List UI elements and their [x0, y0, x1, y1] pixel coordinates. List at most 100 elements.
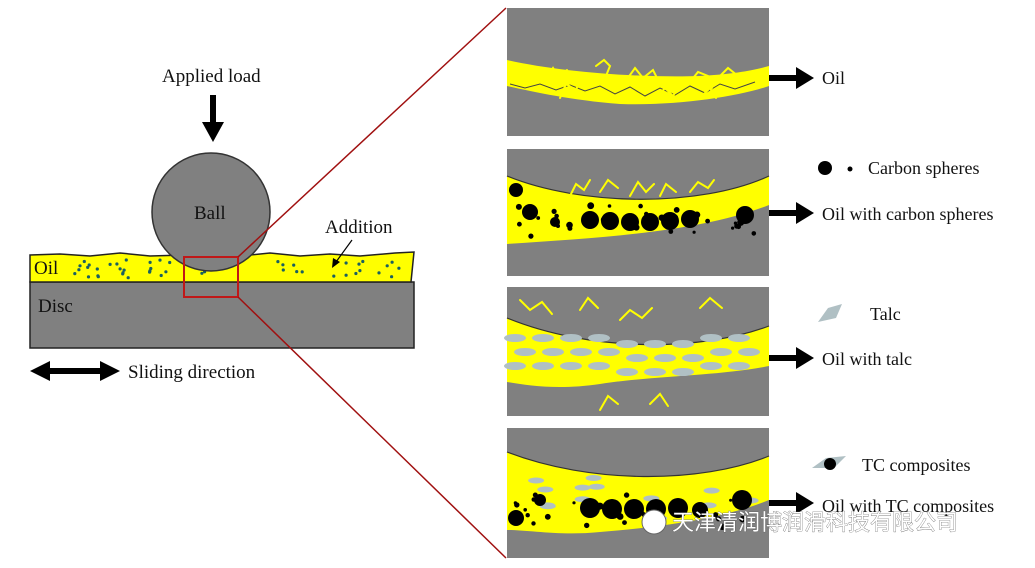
tc-sphere-small — [713, 512, 719, 518]
addition-label: Addition — [325, 217, 393, 238]
talc-flake — [588, 362, 610, 370]
watermark-text: 天津清润博润滑科技有限公司 — [672, 511, 958, 536]
talc-flake — [626, 354, 648, 362]
talc-flake — [654, 354, 676, 362]
particle-dot — [281, 268, 285, 272]
carbon-sphere-small — [517, 221, 522, 227]
talc-flake — [672, 368, 694, 376]
particle-dot — [168, 260, 172, 265]
tc-sphere-small — [531, 521, 536, 526]
carbon-sphere-small — [528, 233, 534, 239]
panel-carbon-chains — [569, 178, 715, 197]
tc-sphere — [624, 499, 644, 519]
talc-legend-label: Talc — [870, 304, 901, 324]
panel-carbon-spheres: Oil with carbon spheres Carbon spheres — [506, 149, 993, 276]
talc-flake — [570, 348, 592, 356]
carbon-sphere-small — [705, 218, 710, 224]
particle-dot — [200, 271, 204, 275]
particle-dot — [281, 263, 285, 267]
tc-sphere-small — [584, 522, 590, 529]
addition-particles — [73, 258, 401, 280]
particle-dot — [390, 260, 394, 264]
panel-talc-label: Oil with talc — [822, 349, 912, 369]
carbon-sphere-small — [638, 203, 643, 209]
talc-flake — [672, 340, 694, 348]
carbon-sphere-small — [550, 218, 555, 223]
particle-dot — [118, 267, 122, 271]
tc-sphere-small — [715, 516, 722, 522]
tc-flake — [537, 486, 554, 493]
tc-flake — [574, 484, 591, 491]
tc-sphere-small — [623, 492, 630, 498]
arrow-right-icon — [769, 492, 814, 514]
panel-carbon-film — [507, 176, 769, 244]
particle-dot — [344, 273, 348, 277]
talc-flake — [682, 354, 704, 362]
particle-dot — [377, 271, 381, 275]
particle-dot — [397, 266, 401, 270]
particle-dot — [126, 276, 130, 280]
tc-sphere-small — [544, 513, 551, 520]
carbon-sphere-small — [644, 211, 649, 217]
particle-dot — [148, 260, 152, 264]
carbon-sphere-small — [633, 224, 640, 231]
particle-dot — [86, 275, 91, 279]
talc-flake-particles — [504, 334, 760, 376]
carbon-sphere-small — [551, 208, 557, 214]
talc-flake — [514, 348, 536, 356]
carbon-sphere-small — [693, 211, 701, 219]
particle-dot — [149, 266, 153, 271]
talc-flake — [560, 334, 582, 342]
talc-flake — [728, 362, 750, 370]
talc-flake — [738, 348, 760, 356]
tc-sphere-small — [640, 511, 645, 516]
ball-on-disc-schematic: Applied load Disc Oil Ball Addition Slid… — [29, 66, 415, 383]
tc-sphere-small — [616, 513, 624, 520]
talc-flake — [532, 334, 554, 342]
panel-talc-chains — [519, 296, 723, 411]
talc-legend-icon — [818, 304, 842, 322]
talc-flake — [644, 340, 666, 348]
particle-dot — [108, 262, 112, 266]
carbon-sphere-small — [733, 221, 738, 225]
carbon-sphere-small — [515, 203, 522, 210]
particle-dot — [344, 261, 348, 265]
talc-flake — [710, 348, 732, 356]
sliding-direction-label: Sliding direction — [128, 362, 256, 383]
double-arrow-icon — [30, 361, 120, 381]
tc-composites-legend-label: TC composites — [862, 455, 971, 475]
panel-tc-label: Oil with TC composites — [822, 496, 994, 516]
talc-flake — [616, 368, 638, 376]
tc-sphere — [602, 499, 622, 519]
particle-dot — [158, 258, 162, 262]
tc-flake — [585, 475, 602, 481]
zoom-lines — [237, 7, 507, 559]
tc-sphere-small — [513, 501, 518, 505]
carbon-sphere-small — [737, 218, 745, 226]
talc-flake — [644, 368, 666, 376]
arrow-right-icon — [769, 202, 814, 224]
carbon-sphere-small — [751, 231, 757, 236]
carbon-sphere-small — [610, 219, 615, 224]
carbon-sphere-small — [566, 221, 573, 229]
tc-sphere-small — [739, 515, 746, 523]
particle-dot — [78, 264, 82, 268]
particle-dot — [292, 263, 296, 267]
panel-oil-chains — [544, 58, 739, 101]
disc — [29, 281, 415, 349]
particle-dot — [95, 267, 99, 271]
zoom-box — [183, 256, 239, 298]
ball — [151, 152, 271, 272]
tc-sphere-small — [572, 501, 576, 505]
oil-label: Oil — [34, 258, 58, 279]
talc-flake — [616, 340, 638, 348]
arrow-right-icon — [769, 67, 814, 89]
particle-dot — [87, 263, 91, 267]
carbon-spheres-legend-label: Carbon spheres — [868, 158, 979, 178]
particle-dot — [148, 269, 152, 273]
talc-flake — [588, 334, 610, 342]
tc-sphere-small — [622, 520, 627, 525]
carbon-sphere — [509, 183, 523, 197]
talc-flake — [598, 348, 620, 356]
